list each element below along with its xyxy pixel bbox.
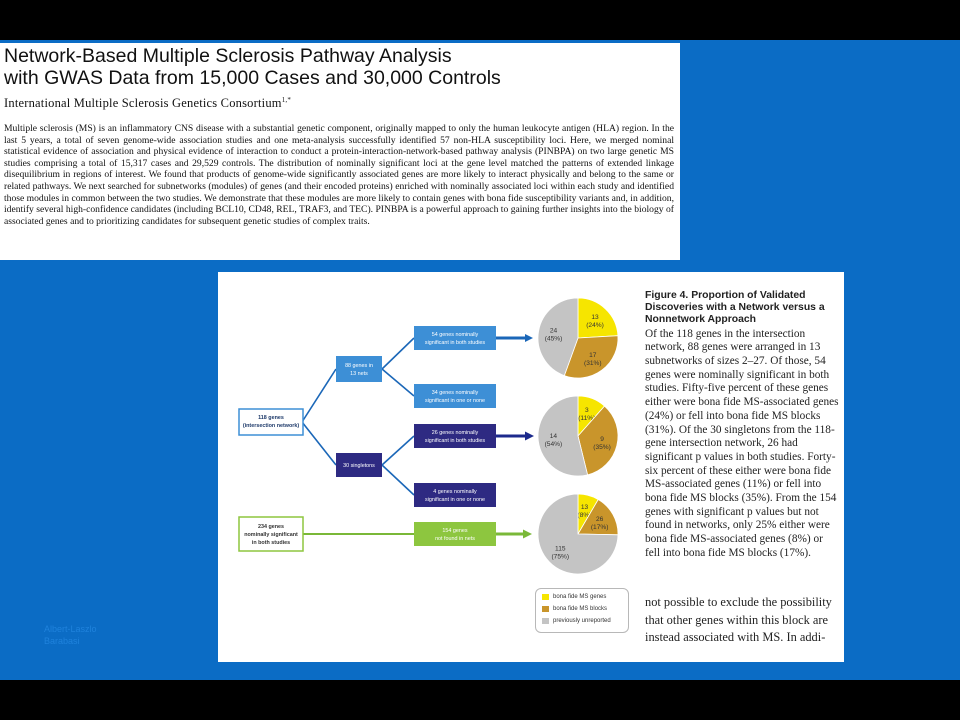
legend-item-unreported: previously unreported (542, 618, 611, 624)
pie-3-label-3-2: (75%) (551, 553, 569, 560)
box-nets-sig-line-2: significant in both studies (425, 340, 486, 346)
body-text-continuation: not possible to exclude the possibility … (645, 594, 839, 647)
pie-2-label-1-1: 3 (585, 407, 589, 414)
pie-legend: bona fide MS genes bona fide MS blocks p… (535, 588, 629, 633)
legend-swatch-yellow (542, 594, 549, 600)
box-root-line-2: (intersection network) (243, 423, 300, 429)
pie-1-label-1-2: (24%) (586, 322, 604, 329)
box-single-nonsig-line-2: significant in one or none (425, 497, 485, 503)
box-nets-line-1: 88 genes in (345, 363, 373, 369)
pie-1-label-1-1: 13 (591, 314, 599, 321)
box-single-nonsig-line-1: 4 genes nominally (433, 489, 477, 495)
pie-charts: 13(24%)17(31%)24(45%)3(11%)9(35%)14(54%)… (537, 297, 619, 575)
legend-swatch-gray (542, 618, 549, 624)
pie-1-slice-2 (563, 335, 619, 379)
abstract-text: Multiple sclerosis (MS) is an inflammato… (4, 123, 674, 227)
pie-1-slice-1 (577, 297, 619, 339)
pie-3-slice-3 (537, 493, 619, 575)
pie-2-label-1-2: (11%) (578, 415, 595, 422)
pie-3-label-2-1: 26 (596, 516, 604, 523)
box-nets-nonsig-line-1: 34 genes nominally (432, 390, 479, 396)
watermark-line-1: Albert-Laszlo (44, 624, 97, 634)
box-root-2: 234 genes nominally significant in both … (238, 516, 304, 552)
pie-3-slice-2 (577, 498, 619, 536)
figure-4: 118 genes (intersection network) 88 gene… (218, 272, 844, 662)
pie-2-label-3-2: (54%) (545, 441, 563, 448)
pie-2-label-3-1: 14 (550, 433, 558, 440)
pie-2-slice-3 (537, 395, 589, 477)
box-not-in-nets-line-2: not found in nets (435, 536, 475, 542)
paper-title-line-2: with GWAS Data from 15,000 Cases and 30,… (4, 67, 501, 89)
box-nets-sig-line-1: 54 genes nominally (432, 332, 479, 338)
pie-1-label-2-2: (31%) (584, 360, 602, 367)
author-affiliation-marks: 1,* (281, 96, 292, 104)
pie-3-label-2-2: (17%) (591, 524, 609, 531)
pie-3-label-1-2: (8%) (578, 512, 592, 519)
body-line-1: not possible to exclude the possibility (645, 595, 832, 609)
legend-label: previously unreported (553, 618, 611, 624)
legend-label: bona fide MS blocks (553, 606, 608, 612)
pie-1-label-3-2: (45%) (545, 336, 563, 343)
box-root: 118 genes (intersection network) (238, 408, 304, 436)
box-nets-nonsig-line-2: significant in one or none (425, 398, 485, 404)
box-nets: 88 genes in 13 nets (336, 356, 382, 382)
paper-authors: International Multiple Sclerosis Genetic… (4, 96, 291, 111)
pie-3-label-3-1: 115 (555, 545, 566, 552)
tree-connectors (301, 337, 415, 496)
figure-caption: Figure 4. Proportion of Validated Discov… (645, 290, 839, 561)
legend-item-bona-fide-genes: bona fide MS genes (542, 594, 606, 600)
pie-2-label-2-1: 9 (600, 436, 604, 443)
caption-title: Figure 4. Proportion of Validated Discov… (645, 290, 825, 326)
paper-abstract-excerpt: Network-Based Multiple Sclerosis Pathway… (0, 43, 680, 260)
box-singletons-significant: 26 genes nominally significant in both s… (414, 424, 496, 448)
paper-title-line-1: Network-Based Multiple Sclerosis Pathway… (4, 45, 452, 67)
pie-2-slice-2 (577, 405, 619, 476)
box-root-line-1: 118 genes (258, 415, 284, 421)
box-not-in-nets-line-1: 154 genes (442, 528, 467, 534)
box-singletons-nonsignificant: 4 genes nominally significant in one or … (414, 483, 496, 507)
pie-1-label-3-1: 24 (550, 328, 558, 335)
legend-label: bona fide MS genes (553, 594, 607, 600)
legend-swatch-gold (542, 606, 549, 612)
body-line-2: that other genes within this block are (645, 612, 829, 627)
box-nets-nonsignificant: 34 genes nominally significant in one or… (414, 384, 496, 408)
watermark-line-2: Barabasi (44, 636, 80, 646)
box-nets-significant: 54 genes nominally significant in both s… (414, 326, 496, 350)
flow-diagram: 118 genes (intersection network) 88 gene… (238, 297, 619, 575)
box-root2-line-1: 234 genes (258, 524, 284, 530)
box-root2-line-3: in both studies (252, 540, 290, 546)
pie-2-label-2-2: (35%) (593, 444, 611, 451)
body-line-3: instead associated with MS. In addi- (645, 630, 826, 644)
watermark: Albert-Laszlo Barabasi (44, 623, 97, 647)
box-singletons: 30 singletons (336, 453, 382, 477)
caption-body: Of the 118 genes in the intersection net… (645, 327, 839, 559)
box-single-sig-line-1: 26 genes nominally (432, 430, 479, 436)
box-single-sig-line-2: significant in both studies (425, 438, 486, 444)
paper-title: Network-Based Multiple Sclerosis Pathway… (4, 45, 674, 89)
box-singletons-line-1: 30 singletons (343, 463, 375, 469)
pie-1-slice-3 (537, 297, 579, 377)
pie-1-label-2-1: 17 (589, 352, 597, 359)
legend-item-bona-fide-blocks: bona fide MS blocks (542, 606, 607, 612)
box-root2-line-2: nominally significant (244, 532, 298, 538)
box-not-in-nets: 154 genes not found in nets (414, 522, 496, 546)
author-name: International Multiple Sclerosis Genetic… (4, 96, 282, 111)
pie-3-label-1-1: 13 (581, 504, 589, 511)
box-nets-line-2: 13 nets (350, 371, 368, 377)
